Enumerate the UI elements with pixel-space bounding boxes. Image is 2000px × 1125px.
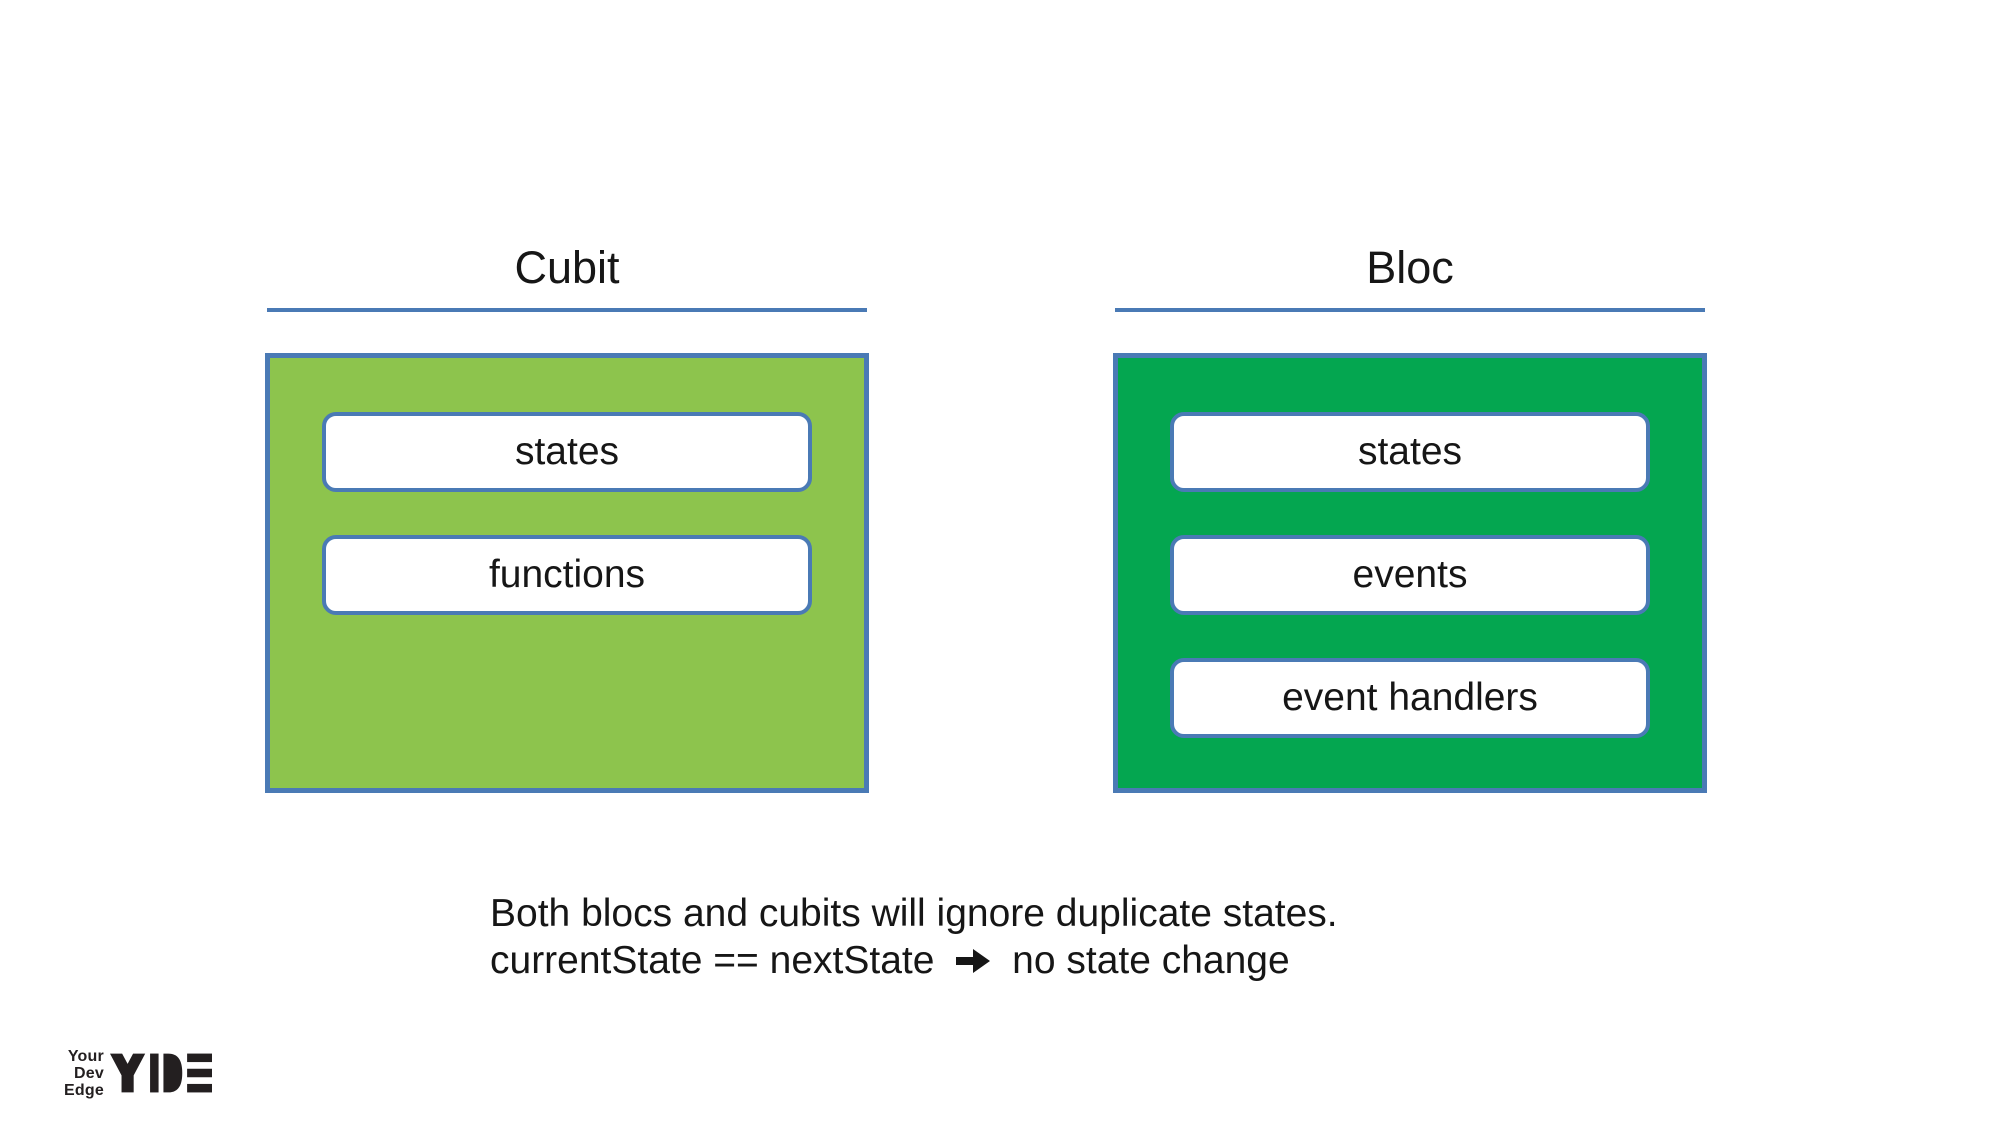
cubit-functions-box: functions — [322, 535, 812, 615]
logo-tagline: Your Dev Edge — [64, 1048, 104, 1099]
logo-word-edge: Edge — [64, 1081, 104, 1099]
cubit-container-box: states functions — [265, 353, 869, 793]
cubit-title-underline — [267, 308, 867, 312]
logo-word-your: Your — [67, 1047, 104, 1065]
cubit-states-box: states — [322, 412, 812, 492]
caption-text: Both blocs and cubits will ignore duplic… — [490, 890, 1338, 984]
bloc-states-box: states — [1170, 412, 1650, 492]
heavy-right-arrow-icon — [956, 949, 991, 973]
caption-line-2-lead: currentState == nextState — [490, 939, 935, 982]
cubit-panel-title: Cubit — [514, 242, 620, 293]
your-dev-edge-logo: Your Dev Edge — [64, 1042, 212, 1104]
bloc-title-underline — [1115, 308, 1705, 312]
bloc-panel-title: Bloc — [1366, 242, 1454, 293]
bloc-events-box: events — [1170, 535, 1650, 615]
caption-line-2: currentState == nextState no state chang… — [490, 937, 1338, 984]
caption-line-2-trail: no state change — [1012, 939, 1290, 982]
caption-line-1: Both blocs and cubits will ignore duplic… — [490, 892, 1338, 935]
logo-word-dev: Dev — [73, 1064, 104, 1082]
yde-monogram-icon — [109, 1053, 212, 1093]
bloc-event-handlers-box: event handlers — [1170, 658, 1650, 738]
bloc-container-box: states events event handlers — [1113, 353, 1707, 793]
